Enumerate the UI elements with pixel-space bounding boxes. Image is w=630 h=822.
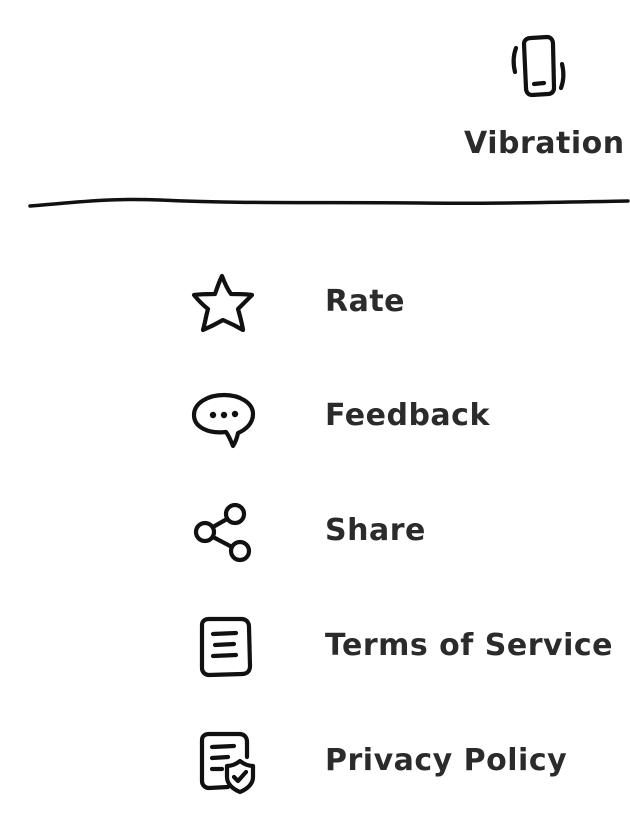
menu-item-label: Terms of Service bbox=[325, 628, 614, 663]
document-icon bbox=[199, 616, 253, 678]
menu-item-rate[interactable]: Rate bbox=[188, 262, 618, 342]
star-icon bbox=[191, 273, 255, 333]
menu-item-label: Rate bbox=[325, 284, 406, 319]
menu-item-terms-of-service[interactable]: Terms of Service bbox=[188, 606, 618, 686]
menu-item-feedback[interactable]: Feedback bbox=[188, 376, 618, 456]
phone-vibrate-icon bbox=[511, 34, 566, 98]
menu-item-share[interactable]: Share bbox=[188, 491, 618, 571]
menu-item-label: Feedback bbox=[325, 398, 490, 433]
menu-item-label: Privacy Policy bbox=[325, 743, 568, 778]
menu-item-privacy-policy[interactable]: Privacy Policy bbox=[188, 721, 618, 801]
divider bbox=[28, 197, 630, 208]
share-icon bbox=[193, 502, 252, 563]
chat-bubble-icon bbox=[191, 392, 256, 449]
menu-item-label: Share bbox=[325, 513, 426, 548]
vibration-label: Vibration bbox=[464, 126, 625, 161]
privacy-shield-icon bbox=[199, 731, 256, 795]
vibration-toggle[interactable]: Vibration bbox=[450, 22, 630, 172]
